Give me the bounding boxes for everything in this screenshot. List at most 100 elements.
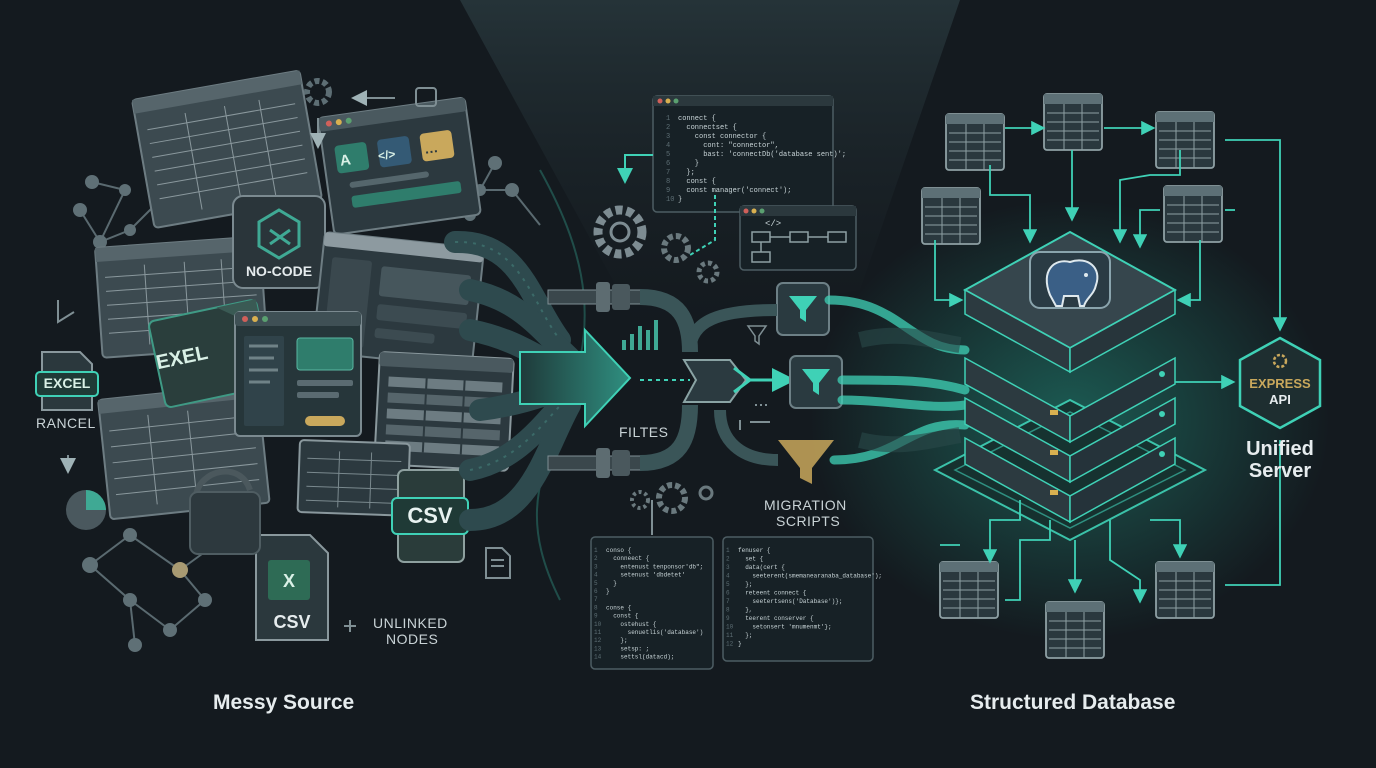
code-line: cont: "connector", — [678, 142, 779, 150]
code-line: conso { — [606, 547, 632, 554]
code-window-left — [590, 536, 714, 670]
server-slab — [1069, 356, 1176, 444]
code-line: bast: 'connectDb('database sent)'; — [678, 151, 846, 159]
db-table-icon — [1155, 111, 1215, 169]
code-line: settsl(datacd); — [606, 654, 674, 661]
code-line-number: 3 — [666, 133, 670, 141]
code-line: }; — [738, 581, 752, 588]
express-label-line1: EXPRESS — [1249, 376, 1311, 391]
code-line: const connector { — [678, 133, 766, 141]
diagram-tag-label: </> — [765, 219, 782, 229]
code-line: connect { — [678, 115, 716, 123]
tile-code-label: </> — [377, 146, 397, 164]
tile-a-label: A — [338, 151, 352, 170]
express-label-line2: API — [1269, 392, 1291, 407]
code-line: conneect { — [606, 555, 650, 562]
status-light — [1050, 490, 1058, 495]
code-line-number: 3 — [726, 564, 730, 571]
spreadsheet-window — [131, 70, 323, 229]
app-window — [317, 97, 482, 236]
code-line: fenuser { — [738, 547, 771, 554]
code-line-number: 7 — [666, 169, 670, 177]
code-line: const { — [606, 613, 639, 620]
csv-file-icon: X — [255, 534, 329, 641]
code-line-number: 9 — [666, 187, 670, 195]
code-line: teerent conserver { — [738, 615, 814, 622]
filtes-label: FILTES — [619, 424, 669, 440]
code-line: senuetlis('database') — [606, 629, 703, 636]
scribble-arrows — [57, 87, 437, 632]
unified-server-line1: Unified — [1246, 438, 1314, 460]
code-line: set { — [738, 556, 764, 563]
status-light — [1159, 411, 1165, 417]
code-line: entenust tenponsor'db"; — [606, 563, 703, 570]
code-line: } — [738, 641, 742, 648]
editor-window — [234, 311, 362, 437]
bar-chart-icon — [622, 320, 658, 350]
transform-node — [640, 359, 796, 403]
code-line: const { — [678, 178, 716, 186]
unlinked-label-line1: UNLINKED — [373, 615, 448, 631]
code-line: }; — [678, 169, 695, 177]
code-line: } — [606, 580, 617, 587]
db-table-icon — [1155, 561, 1215, 619]
db-table-icon — [1043, 93, 1103, 151]
pie-chart-icon — [66, 490, 106, 530]
migration-label-line2: SCRIPTS — [776, 513, 841, 529]
express-api-badge — [1238, 336, 1322, 430]
lock-icon — [189, 468, 261, 555]
code-line-number: 6 — [594, 588, 598, 595]
code-line: conse { — [606, 604, 632, 611]
code-line-number: 9 — [726, 615, 730, 622]
code-line: } — [678, 196, 682, 204]
code-line-number: 10 — [666, 196, 674, 204]
db-table-icon — [939, 561, 999, 619]
connector-lines — [617, 154, 770, 535]
code-line: ostehust { — [606, 621, 657, 628]
code-line-number: 7 — [726, 598, 730, 605]
code-line-number: 4 — [594, 572, 598, 579]
code-line: const manager('connect'); — [678, 187, 791, 195]
code-line-number: 2 — [594, 555, 598, 562]
code-line: } — [678, 160, 699, 168]
table-window — [296, 439, 411, 517]
code-line-number: 2 — [666, 124, 670, 132]
code-line-number: 5 — [666, 151, 670, 159]
rancel-label: RANCEL — [36, 415, 96, 431]
db-tables — [921, 93, 1223, 659]
code-line-number: 12 — [594, 637, 602, 644]
excel-badge-label: EXCEL — [43, 375, 91, 391]
code-line-number: 10 — [726, 624, 734, 631]
code-line-number: 8 — [726, 607, 730, 614]
table-connectors — [934, 120, 1288, 604]
code-line-number: 5 — [726, 581, 730, 588]
code-line-number: 2 — [726, 556, 730, 563]
nocode-label: NO-CODE — [245, 263, 313, 279]
code-line-number: 7 — [594, 596, 598, 603]
code-line-number: 6 — [726, 590, 730, 597]
code-line-number: 11 — [594, 629, 602, 636]
code-line: connectset { — [678, 124, 737, 132]
tile-dots-label: … — [422, 139, 440, 157]
pipe-flow — [684, 304, 779, 466]
code-line-number: 6 — [666, 160, 670, 168]
code-line: }; — [738, 632, 752, 639]
code-line: reteent connect { — [738, 590, 807, 597]
code-line: }, — [738, 607, 752, 614]
unified-server-line2: Server — [1248, 460, 1312, 482]
db-table-icon — [945, 113, 1005, 171]
code-line: }; — [606, 637, 628, 644]
code-line-number: 8 — [666, 178, 670, 186]
code-line-number: 12 — [726, 641, 734, 648]
svg-text:X: X — [283, 571, 295, 591]
migration-label-line1: MIGRATION — [764, 497, 847, 513]
code-line-number: 4 — [666, 142, 670, 150]
db-table-icon — [1045, 601, 1105, 659]
code-line-number: 5 — [594, 580, 598, 587]
code-line-number: 11 — [726, 632, 734, 639]
pipe — [547, 282, 644, 478]
db-table-icon — [1163, 185, 1223, 243]
code-line: seeterent(smemanearanaba_database'); — [738, 573, 882, 580]
